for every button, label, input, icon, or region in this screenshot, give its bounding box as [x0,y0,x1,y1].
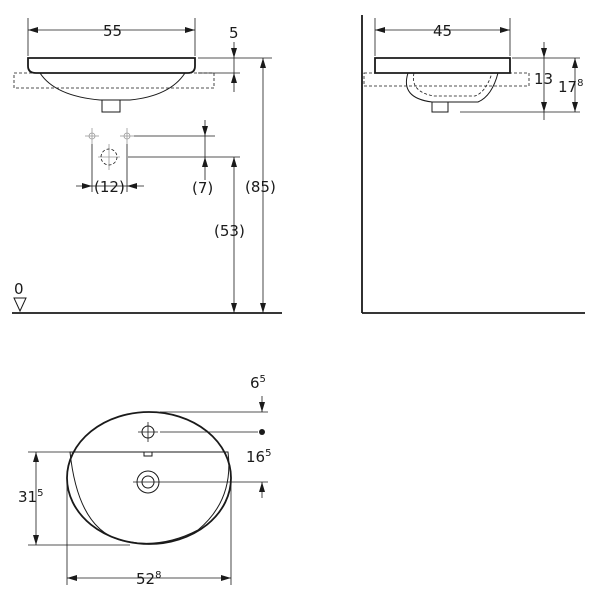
width-dim-arrow-right [185,27,195,33]
spacing-arrow-left [82,183,92,189]
top-dim-arrow-up [231,73,237,83]
depth-arrow-left [375,27,385,33]
tap-height-arrow-top [231,157,237,167]
tap-height-arrow-bottom [231,303,237,313]
total-height-label: 178 [558,78,583,96]
spacing-arrow-right [127,183,137,189]
rim-arrow-up [541,102,547,112]
tap-offset-dot-icon [259,429,265,435]
depth-arrow-right [500,27,510,33]
inner-depth-main: 31 [18,488,37,506]
tap-offset-sup: 5 [260,374,266,385]
width-label: 55 [103,22,122,40]
height-label: (85) [245,178,276,196]
drain-outlet [101,99,121,113]
rim-label: 13 [534,70,553,88]
top-view: 65 165 315 528 [18,374,271,588]
drain-offset-arrow [259,482,265,492]
rim-arrow-down [541,48,547,58]
side-basin-bowl [406,72,499,103]
tap-offset-main: 6 [250,374,260,392]
basin-inner-outline [69,451,230,544]
side-drain [431,101,449,113]
total-height-sup: 8 [577,78,583,89]
top-width-arrow-left [67,575,77,581]
total-height-arrow-bottom [572,102,578,112]
depth-label: 45 [433,22,452,40]
side-countertop [363,72,530,87]
tap-hole-right-icon [120,128,134,144]
front-view: 0 55 5 (85) [12,18,282,314]
inner-depth-sup: 5 [37,488,43,499]
drain-offset-main: 16 [246,448,265,466]
top-dim-arrow-down [231,48,237,58]
spacing-label: (12) [94,178,125,196]
width-dim-arrow-left [28,27,38,33]
floor-marker-icon [13,297,27,313]
height-dim-arrow-top [260,58,266,68]
top-width-main: 52 [136,570,155,588]
side-view: 45 13 178 [361,15,585,314]
drain-offset-label: 165 [246,448,271,466]
floor-label: 0 [14,280,24,298]
inner-depth-arrow-top [33,452,39,462]
tap-height-label: (53) [214,222,245,240]
basin-bowl [39,72,186,101]
inner-depth-label: 315 [18,488,43,506]
offset-dim-arrow-up [202,157,208,167]
tap-offset-arrow [259,402,265,412]
tap-hole-left-icon [85,128,99,144]
total-height-arrow-top [572,58,578,68]
height-dim-arrow-bottom [260,303,266,313]
tap-offset-label: 65 [250,374,266,392]
drain-offset-sup: 5 [265,448,271,459]
side-basin-bowl-inner [413,72,493,97]
offset-label: (7) [192,179,213,197]
top-width-label: 528 [136,570,161,588]
inner-depth-arrow-bottom [33,535,39,545]
top-width-arrow-right [221,575,231,581]
total-height-main: 17 [558,78,577,96]
top-width-sup: 8 [155,570,161,581]
top-label: 5 [229,24,239,42]
overflow-mark-icon [143,451,153,457]
side-basin-rim [374,57,511,74]
tap-hole-center-icon [98,144,120,170]
basin-rim [27,57,196,74]
offset-dim-arrow-down [202,126,208,136]
